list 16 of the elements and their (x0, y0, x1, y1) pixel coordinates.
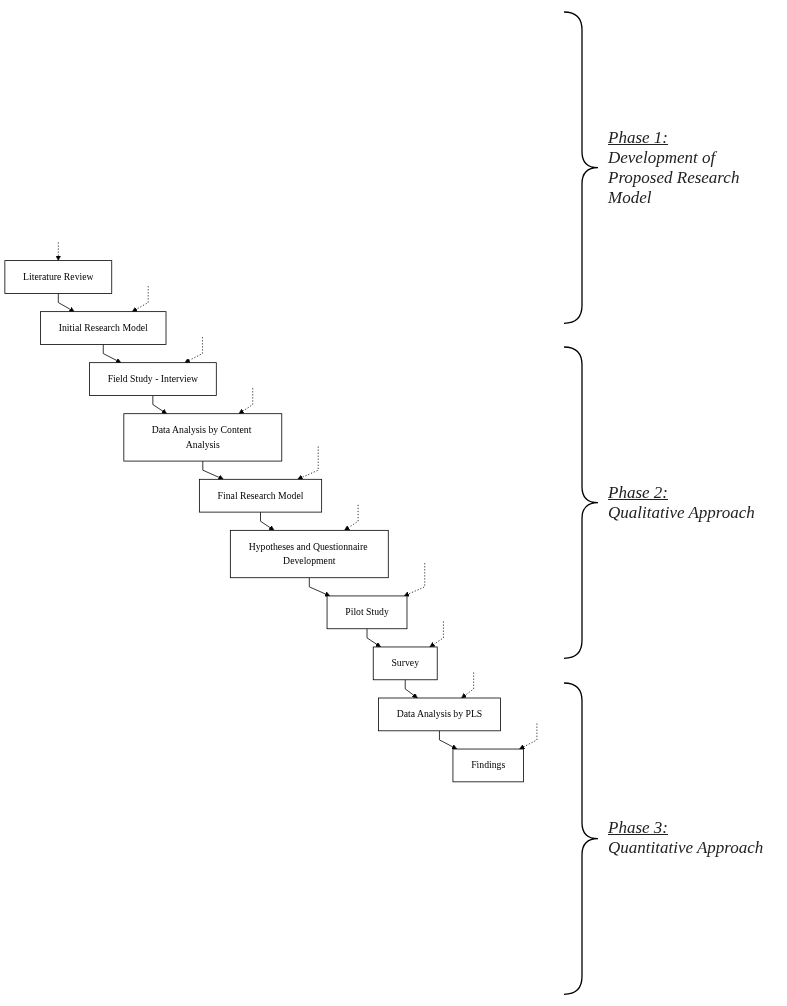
node-box: Field Study - Interview (89, 362, 217, 396)
phase-heading: Phase 2: (608, 483, 669, 503)
phase-description: Qualitative Approach (608, 503, 756, 523)
node-box: Findings (452, 748, 524, 783)
phase-description: Development of Proposed Research Model (608, 147, 741, 208)
phase-heading: Phase 1: (608, 127, 669, 148)
phase-heading: Phase 3: (608, 818, 669, 839)
node-box: Initial Research Model (40, 311, 167, 345)
node-box: Survey (372, 646, 438, 681)
node-box: Final Research Model (198, 478, 323, 513)
phase-description: Quantitative Approach (608, 838, 765, 859)
node-box: Hypotheses and Questionnaire Development (229, 529, 389, 579)
node-box: Pilot Study (326, 595, 408, 630)
node-box: Literature Review (4, 260, 113, 294)
node-box: Data Analysis by Content Analysis (123, 413, 283, 462)
node-box: Data Analysis by PLS (378, 697, 501, 732)
